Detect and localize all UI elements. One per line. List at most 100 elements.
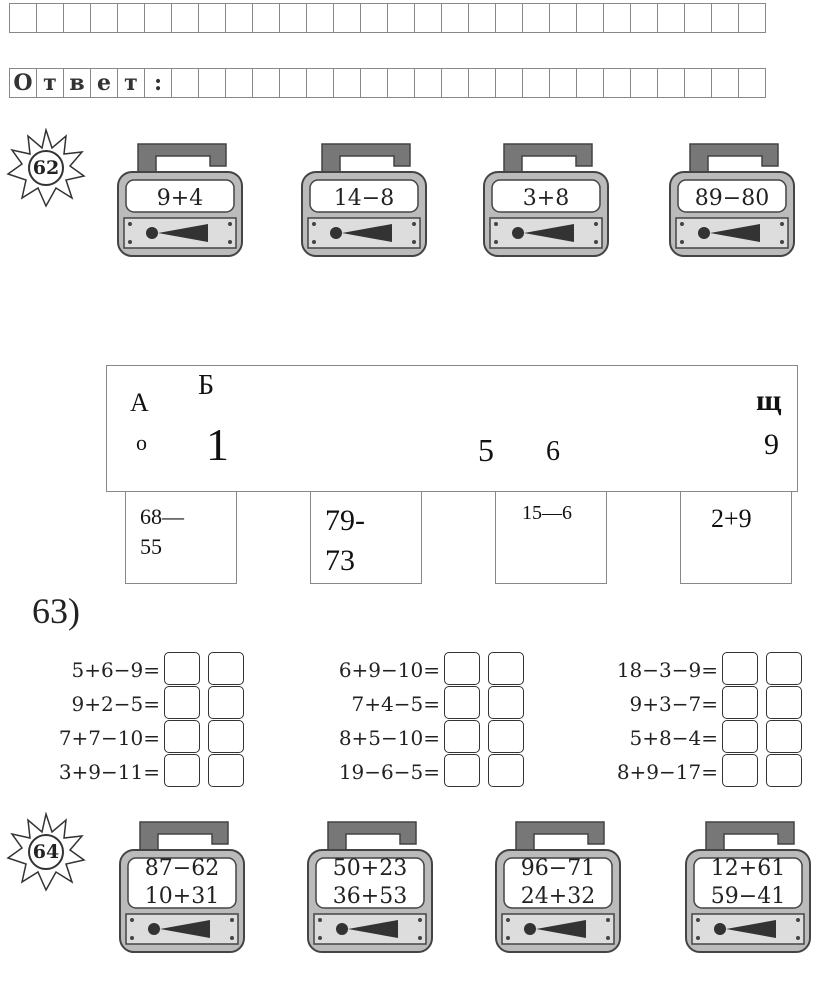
grid-cell xyxy=(684,3,712,33)
grid-cell xyxy=(90,3,118,33)
toaster-expression: 36+53 xyxy=(332,884,408,909)
answer-box[interactable] xyxy=(488,686,524,719)
grid-cell[interactable] xyxy=(333,68,361,98)
answer-box[interactable] xyxy=(766,720,802,753)
answer-box[interactable] xyxy=(208,754,244,787)
grid-cell[interactable] xyxy=(225,68,253,98)
toaster-expression: 50+23 xyxy=(332,856,408,881)
equation: 18−3−9= xyxy=(616,658,718,682)
answer-grid-row: О т в е т : xyxy=(9,68,766,98)
task-number-badge: 64 xyxy=(6,811,86,892)
answer-box[interactable] xyxy=(164,720,200,753)
grid-cell xyxy=(36,3,64,33)
cell-line: 79- xyxy=(325,504,365,537)
toaster-card: 89−80 xyxy=(668,140,796,260)
answer-box[interactable] xyxy=(444,754,480,787)
answer-box[interactable] xyxy=(766,686,802,719)
grid-cell xyxy=(279,3,307,33)
grid-cell[interactable] xyxy=(630,68,658,98)
cell-line: 68— xyxy=(140,504,184,529)
grid-cell xyxy=(441,3,469,33)
grid-cell xyxy=(144,3,172,33)
toaster-card: 12+61 59−41 xyxy=(684,818,812,956)
grid-cell[interactable] xyxy=(360,68,388,98)
cell-line: 15—6 xyxy=(522,502,572,524)
grid-cell[interactable] xyxy=(468,68,496,98)
grid-cell[interactable] xyxy=(711,68,739,98)
task-number: 62 xyxy=(32,157,60,179)
answer-box[interactable] xyxy=(488,720,524,753)
grid-cell[interactable] xyxy=(306,68,334,98)
toaster-expression: 10+31 xyxy=(144,884,220,909)
answer-cell: 2+9 xyxy=(680,492,792,584)
grid-cell xyxy=(630,3,658,33)
toaster-card: 9+4 xyxy=(116,140,244,260)
equation: 19−6−5= xyxy=(338,760,440,784)
answer-box[interactable] xyxy=(208,652,244,685)
toaster-icon xyxy=(669,143,795,257)
answer-box[interactable] xyxy=(208,720,244,753)
cell-line: 55 xyxy=(140,534,162,559)
grid-cell xyxy=(117,3,145,33)
grid-cell[interactable] xyxy=(549,68,577,98)
grid-cell[interactable] xyxy=(279,68,307,98)
toaster-icon xyxy=(301,143,427,257)
grid-cell[interactable] xyxy=(603,68,631,98)
answer-box[interactable] xyxy=(444,686,480,719)
grid-cell[interactable] xyxy=(522,68,550,98)
answer-box[interactable] xyxy=(722,686,758,719)
grid-cell[interactable] xyxy=(252,68,280,98)
answer-box[interactable] xyxy=(766,754,802,787)
grid-cell xyxy=(522,3,550,33)
equation: 8+9−17= xyxy=(616,760,718,784)
answer-box[interactable] xyxy=(722,652,758,685)
answer-box[interactable] xyxy=(164,686,200,719)
answer-box[interactable] xyxy=(766,652,802,685)
equation: 5+6−9= xyxy=(71,658,160,682)
answer-box[interactable] xyxy=(444,720,480,753)
letter-o: о xyxy=(136,430,147,455)
letter-shch: щ xyxy=(756,384,782,417)
grid-cell[interactable] xyxy=(387,68,415,98)
cell-line: 2+9 xyxy=(711,504,752,533)
grid-cell[interactable] xyxy=(414,68,442,98)
grid-cell xyxy=(657,3,685,33)
grid-cell xyxy=(333,3,361,33)
grid-cell[interactable] xyxy=(441,68,469,98)
equation: 6+9−10= xyxy=(338,658,440,682)
grid-cell[interactable] xyxy=(171,68,199,98)
grid-cell xyxy=(468,3,496,33)
answer-box[interactable] xyxy=(722,754,758,787)
grid-cell[interactable] xyxy=(657,68,685,98)
answer-box[interactable] xyxy=(722,720,758,753)
grid-cell xyxy=(198,3,226,33)
equation: 3+9−11= xyxy=(58,760,160,784)
toaster-expression: 59−41 xyxy=(710,884,786,909)
grid-cell xyxy=(738,3,766,33)
number-5: 5 xyxy=(478,432,494,468)
grid-cell[interactable] xyxy=(738,68,766,98)
grid-cell xyxy=(549,3,577,33)
toaster-expression: 3+8 xyxy=(522,186,570,211)
toaster-expression: 12+61 xyxy=(710,856,786,881)
grid-cell xyxy=(306,3,334,33)
grid-cell xyxy=(387,3,415,33)
grid-cell[interactable] xyxy=(684,68,712,98)
grid-cell[interactable] xyxy=(576,68,604,98)
answer-box[interactable] xyxy=(444,652,480,685)
grid-cell xyxy=(63,3,91,33)
cell-line: 73 xyxy=(325,544,355,577)
sun-icon xyxy=(6,811,86,892)
answer-box[interactable] xyxy=(208,686,244,719)
grid-cell xyxy=(171,3,199,33)
grid-cell[interactable] xyxy=(495,68,523,98)
answer-box[interactable] xyxy=(164,652,200,685)
answer-box[interactable] xyxy=(488,652,524,685)
grid-cell xyxy=(495,3,523,33)
task-number: 64 xyxy=(32,841,60,863)
answer-box[interactable] xyxy=(164,754,200,787)
answer-box[interactable] xyxy=(488,754,524,787)
grid-cell[interactable] xyxy=(198,68,226,98)
task-number-badge: 62 xyxy=(6,127,86,208)
